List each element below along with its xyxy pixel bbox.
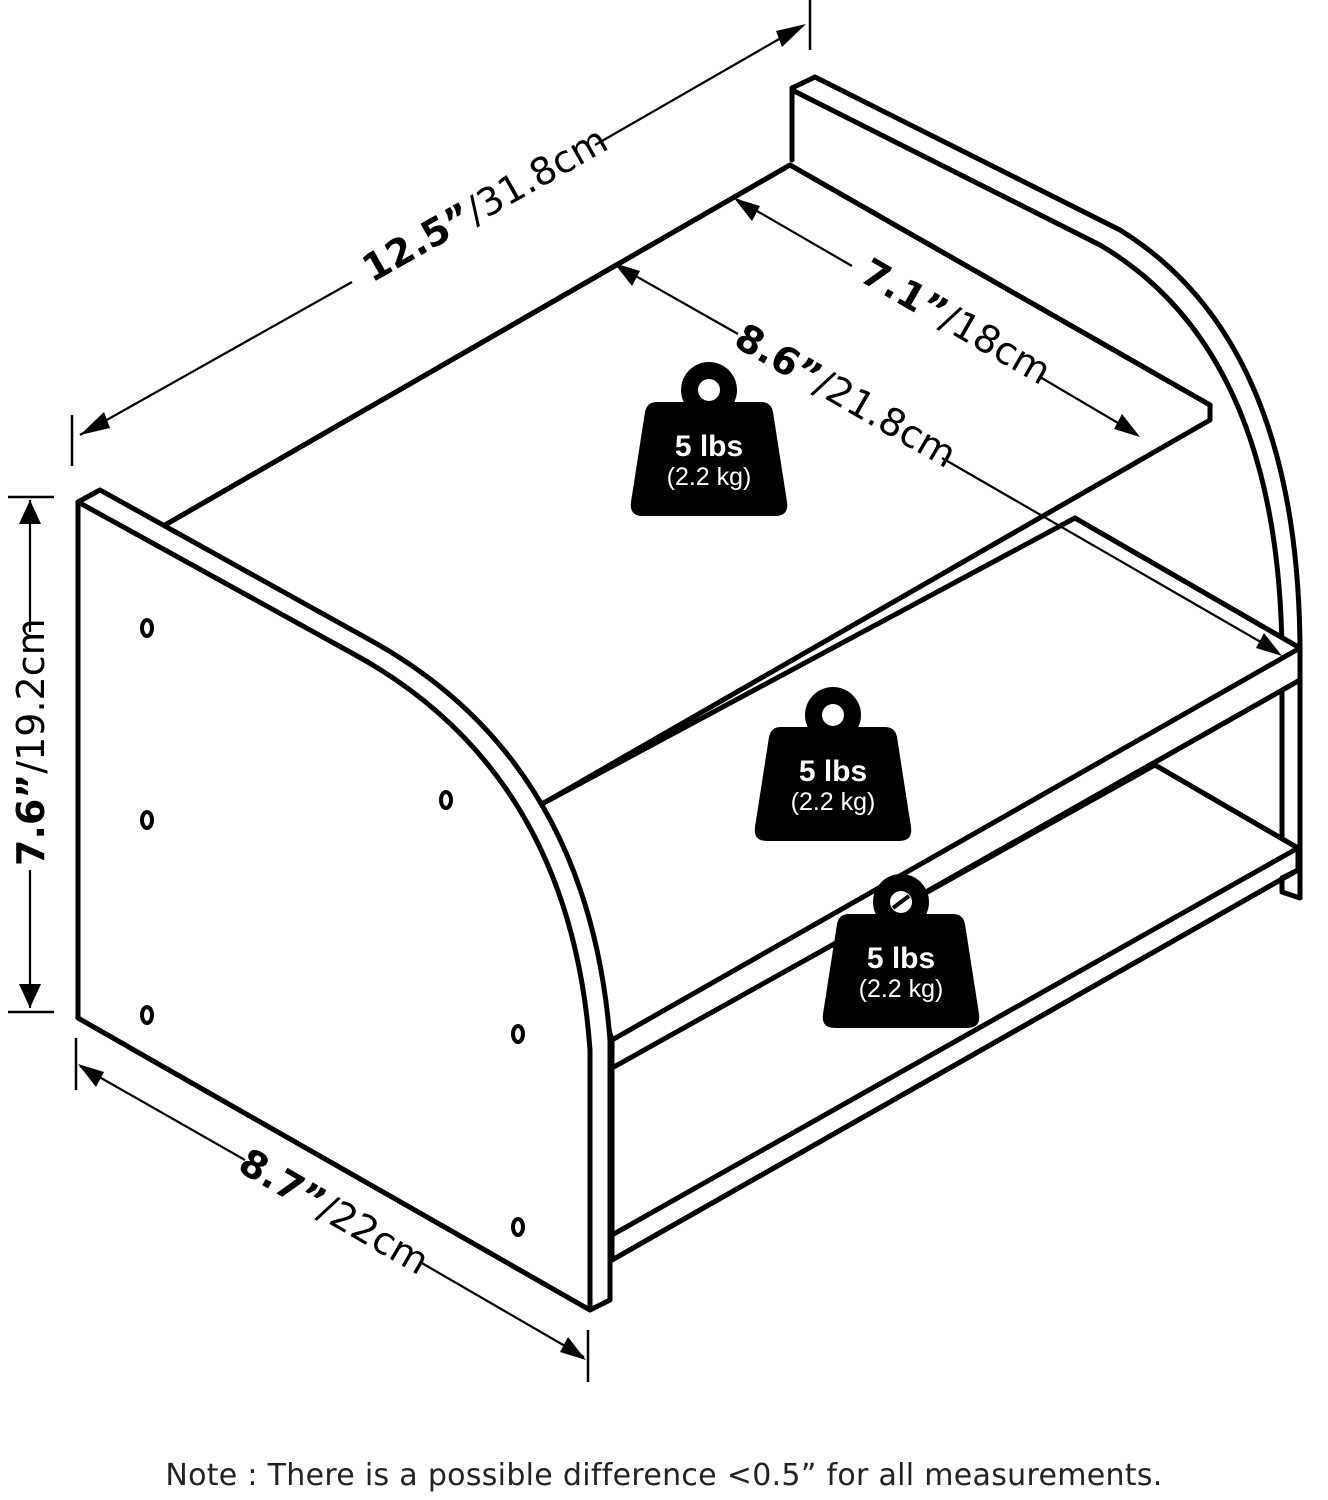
measurement-note: Note : There is a possible difference <0… [165,1458,1163,1493]
screw-hole [511,1024,525,1044]
svg-text:7.6”/19.2cm: 7.6”/19.2cm [9,618,53,866]
screw-hole [511,1217,525,1237]
svg-text:12.5”/31.8cm: 12.5”/31.8cm [355,118,615,291]
width-metric: /31.8cm [458,118,615,233]
screw-hole [140,1005,154,1025]
bottom-shelf-weight-label: 5 lbs [867,942,935,975]
weight-icon: 5 lbs (2.2 kg) [630,362,788,516]
screw-hole [439,790,453,810]
height-dimension: 7.6”/19.2cm [8,495,54,1014]
desk-shelf-drawing [75,74,1303,1313]
height-imperial: 7.6” [9,774,53,866]
top-shelf-weight-label: 5 lbs [675,430,743,463]
width-imperial: 12.5” [355,194,480,291]
middle-shelf-weight-label: 5 lbs [799,755,867,788]
screw-hole [140,810,154,830]
bottom-shelf-weight-sublabel: (2.2 kg) [859,975,944,1003]
right-side-panel [789,74,1303,901]
middle-shelf-weight-sublabel: (2.2 kg) [791,788,876,816]
top-shelf-weight-sublabel: (2.2 kg) [667,463,752,491]
screw-hole [140,618,154,638]
weight-icon: 5 lbs (2.2 kg) [754,687,912,841]
weight-icon: 5 lbs (2.2 kg) [822,874,980,1028]
height-metric: /19.2cm [9,618,53,773]
